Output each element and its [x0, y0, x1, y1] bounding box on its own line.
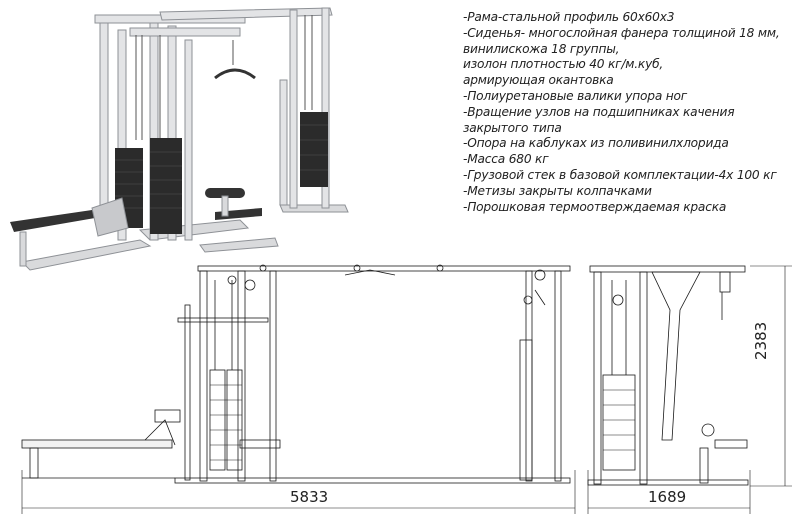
- spec-line: изолон плотностью 40 кг/м.куб,: [463, 57, 664, 72]
- spec-line: -Сиденья- многослойная фанера толщиной 1…: [463, 25, 780, 40]
- render-base-frame: [20, 204, 349, 271]
- spec-line: винилискожа 18 группы,: [463, 41, 620, 56]
- render-cables: [135, 15, 313, 140]
- spec-line: армирующая окантовка: [463, 73, 614, 88]
- spec-line: -Полиуретановые валики упора ног: [463, 88, 688, 103]
- spec-line: закрытого типа: [463, 120, 562, 135]
- render-lat-handle: [214, 68, 256, 80]
- spec-list: -Рама-стальной профиль 60х60х3 -Сиденья-…: [463, 10, 798, 215]
- depth-dimension: 1689: [648, 488, 687, 506]
- render-seat: [205, 188, 262, 220]
- spec-line: -Масса 680 кг: [463, 152, 549, 167]
- spec-line: -Рама-стальной профиль 60х60х3: [463, 10, 675, 24]
- width-dimension: 5833: [290, 488, 329, 506]
- render-left-tower: [94, 14, 246, 241]
- spec-line: -Вращение узлов на подшипниках качения: [463, 104, 735, 119]
- front-view: [21, 264, 571, 484]
- side-view: [587, 265, 749, 486]
- render-bench: [10, 210, 95, 267]
- spec-line: -Грузовой стек в базовой комплектации-4х…: [463, 167, 777, 182]
- spec-line: -Порошковая термоотверждаемая краска: [463, 199, 727, 214]
- product-render: [10, 7, 349, 271]
- render-right-tower: [279, 7, 330, 209]
- spec-line: -Опора на каблуках из поливинилхлорида: [463, 136, 729, 151]
- render-top-crossbar: [159, 7, 333, 21]
- height-dimension: 2383: [752, 321, 770, 360]
- spec-line: -Метизы закрыты колпачками: [463, 183, 652, 198]
- dimension-lines: [21, 265, 792, 514]
- render-foot-plate: [91, 197, 129, 237]
